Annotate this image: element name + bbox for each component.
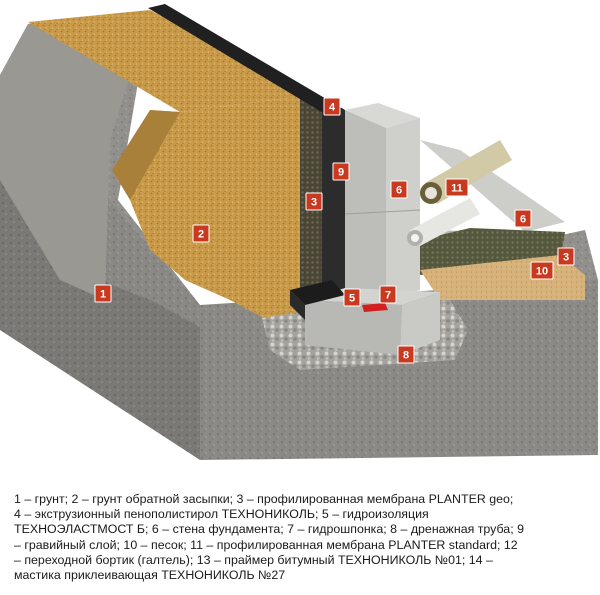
footing-side [400, 292, 440, 355]
waterstop [362, 303, 388, 312]
marker-label: 6 [396, 185, 402, 197]
marker-label: 4 [329, 102, 336, 114]
soil-top-left [0, 12, 150, 300]
marker-11: 11 [445, 178, 469, 197]
marker-8: 8 [397, 345, 415, 364]
marker-label: 7 [385, 290, 391, 302]
marker-label: 1 [100, 289, 106, 301]
soil-top-surface [0, 12, 598, 375]
marker-label: 6 [520, 214, 526, 226]
wall-joint [344, 209, 421, 215]
marker-9: 9 [332, 162, 350, 181]
xps-board-top [148, 4, 345, 117]
foundation-wall-front [345, 110, 386, 300]
caption-line: 1 – грунт; 2 – грунт обратной засыпки; 3… [14, 492, 514, 506]
caption-line: мастика приклеивающая ТЕХНОНИКОЛЬ №27 [14, 568, 286, 583]
footing-front [305, 300, 402, 355]
marker-6-wall: 6 [390, 180, 408, 199]
marker-5: 5 [343, 288, 361, 307]
xps-board-face [322, 110, 345, 295]
marker-label: 10 [536, 266, 548, 278]
foundation-svg: 1 2 3 3 4 5 6 6 7 8 9 10 11 [0, 4, 598, 460]
floor-slab-top [420, 140, 565, 232]
foundation-wall-top [345, 103, 420, 128]
waterproofing-layer [290, 280, 345, 305]
marker-2: 2 [192, 224, 210, 243]
backfill-front [130, 95, 310, 330]
foundation-wall-side [386, 118, 420, 300]
marker-3-right: 3 [557, 247, 575, 266]
marker-10: 10 [530, 261, 554, 280]
marker-label: 11 [451, 183, 463, 195]
caption-line: – гравийный слой; 10 – песок; 11 – профи… [14, 537, 518, 552]
caption-line: 4 – экструзионный пенополистирол ТЕХНОНИ… [14, 507, 429, 522]
backfill-top [28, 10, 310, 112]
marker-label: 9 [338, 167, 344, 179]
waterproofing-front [290, 290, 305, 320]
foundation-diagram: 1 2 3 3 4 5 6 6 7 8 9 10 11 [0, 4, 598, 460]
marker-label: 2 [198, 229, 204, 241]
marker-3-left: 3 [305, 192, 323, 211]
marker-4: 4 [323, 97, 341, 116]
diagram-caption: 1 – грунт; 2 – грунт обратной засыпки; 3… [14, 492, 590, 583]
backfill-shade [112, 110, 180, 200]
marker-1: 1 [94, 284, 112, 303]
marker-label: 3 [563, 252, 569, 264]
marker-label: 8 [403, 350, 409, 362]
marker-label: 3 [311, 197, 317, 209]
marker-label: 5 [349, 293, 355, 305]
marker-7: 7 [379, 285, 397, 304]
caption-line: ТЕХНОЭЛАСТМОСТ Б; 6 – стена фундамента; … [14, 522, 524, 537]
marker-6-slab: 6 [514, 209, 532, 228]
caption-line: – переходной бортик (галтель); 13 – прай… [14, 552, 493, 567]
